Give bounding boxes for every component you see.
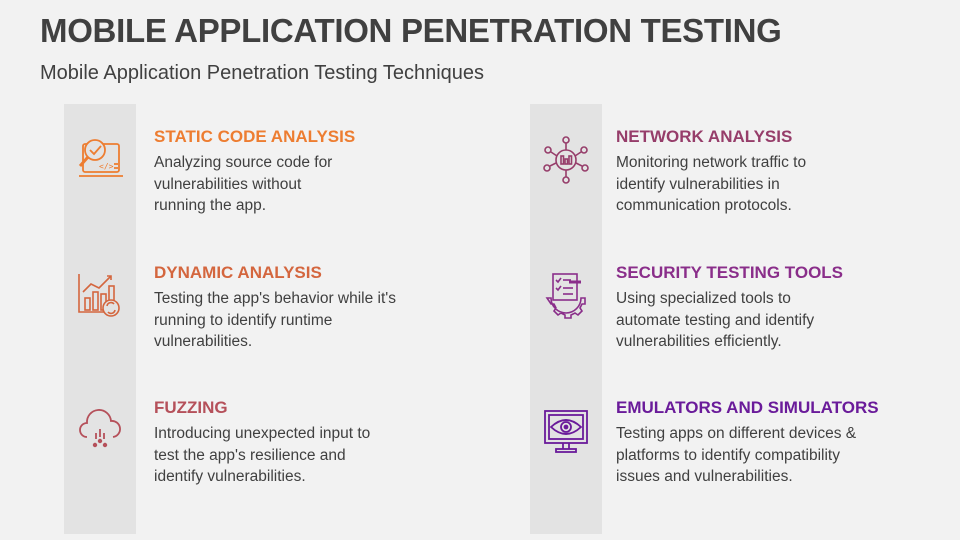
technique-title: EMULATORS AND SIMULATORS xyxy=(616,398,879,417)
gear-checklist-icon xyxy=(541,270,591,320)
technique-title: DYNAMIC ANALYSIS xyxy=(154,263,322,282)
svg-text:</>: </> xyxy=(99,162,114,171)
technique-emulators-and-simulators: EMULATORS AND SIMULATORS Testing apps on… xyxy=(616,398,946,488)
technique-description: Using specialized tools to automate test… xyxy=(616,290,815,350)
technique-title: SECURITY TESTING TOOLS xyxy=(616,263,844,282)
monitor-eye-icon xyxy=(541,405,591,455)
analytics-refresh-icon xyxy=(75,270,125,320)
cloud-alert-icon xyxy=(75,405,125,455)
network-hub-icon xyxy=(541,135,591,185)
technique-dynamic-analysis: DYNAMIC ANALYSIS Testing the app's behav… xyxy=(154,263,484,353)
technique-description: Testing the app's behavior while it's ru… xyxy=(154,290,396,350)
technique-description: Testing apps on different devices & plat… xyxy=(616,425,857,485)
technique-title: FUZZING xyxy=(154,398,228,417)
technique-fuzzing: FUZZING Introducing unexpected input to … xyxy=(154,398,484,488)
technique-description: Monitoring network traffic to identify v… xyxy=(616,154,807,214)
technique-security-testing-tools: SECURITY TESTING TOOLS Using specialized… xyxy=(616,263,946,353)
technique-static-code-analysis: STATIC CODE ANALYSIS Analyzing source co… xyxy=(154,127,484,217)
technique-title: NETWORK ANALYSIS xyxy=(616,127,793,146)
page-title: MOBILE APPLICATION PENETRATION TESTING xyxy=(40,12,782,49)
technique-network-analysis: NETWORK ANALYSIS Monitoring network traf… xyxy=(616,127,946,217)
page-subtitle: Mobile Application Penetration Testing T… xyxy=(40,62,485,84)
code-review-icon: </> xyxy=(75,134,125,184)
technique-title: STATIC CODE ANALYSIS xyxy=(154,127,356,146)
technique-description: Introducing unexpected input to test the… xyxy=(154,425,371,485)
technique-description: Analyzing source code for vulnerabilitie… xyxy=(154,154,333,214)
